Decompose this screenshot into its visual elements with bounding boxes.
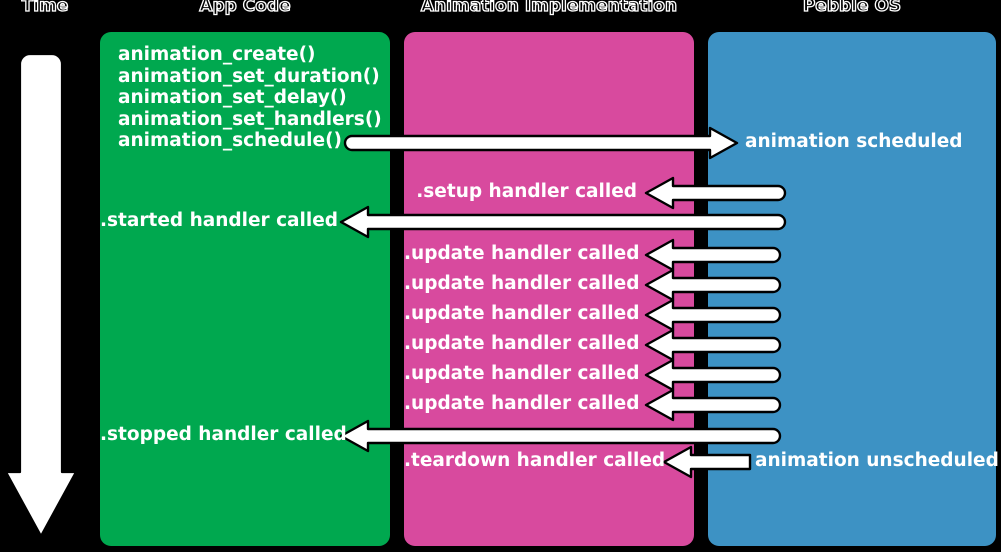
label-animation-unscheduled: animation unscheduled	[755, 450, 999, 471]
time-axis-arrow-icon	[6, 52, 78, 538]
label-animation-scheduled: animation scheduled	[745, 131, 963, 152]
column-header-pebble-os: Pebble OS	[802, 0, 902, 17]
label-started-handler: .started handler called	[100, 210, 339, 231]
label-update-handler-3: .update handler called	[404, 303, 640, 324]
label-update-handler-6: .update handler called	[404, 393, 640, 414]
app-code-call-list: animation_create() animation_set_duratio…	[118, 44, 382, 151]
label-update-handler-1: .update handler called	[404, 243, 640, 264]
column-header-app-code: App Code	[199, 0, 292, 17]
label-update-handler-2: .update handler called	[404, 273, 640, 294]
label-stopped-handler: .stopped handler called	[100, 424, 347, 445]
label-teardown-handler: .teardown handler called	[404, 450, 666, 471]
label-update-handler-5: .update handler called	[404, 363, 640, 384]
column-header-animation-implementation: Animation Implementation	[420, 0, 678, 17]
lane-app-code	[100, 32, 390, 546]
label-update-handler-4: .update handler called	[404, 333, 640, 354]
column-header-time: Time	[21, 0, 69, 17]
label-setup-handler: .setup handler called	[416, 181, 637, 202]
